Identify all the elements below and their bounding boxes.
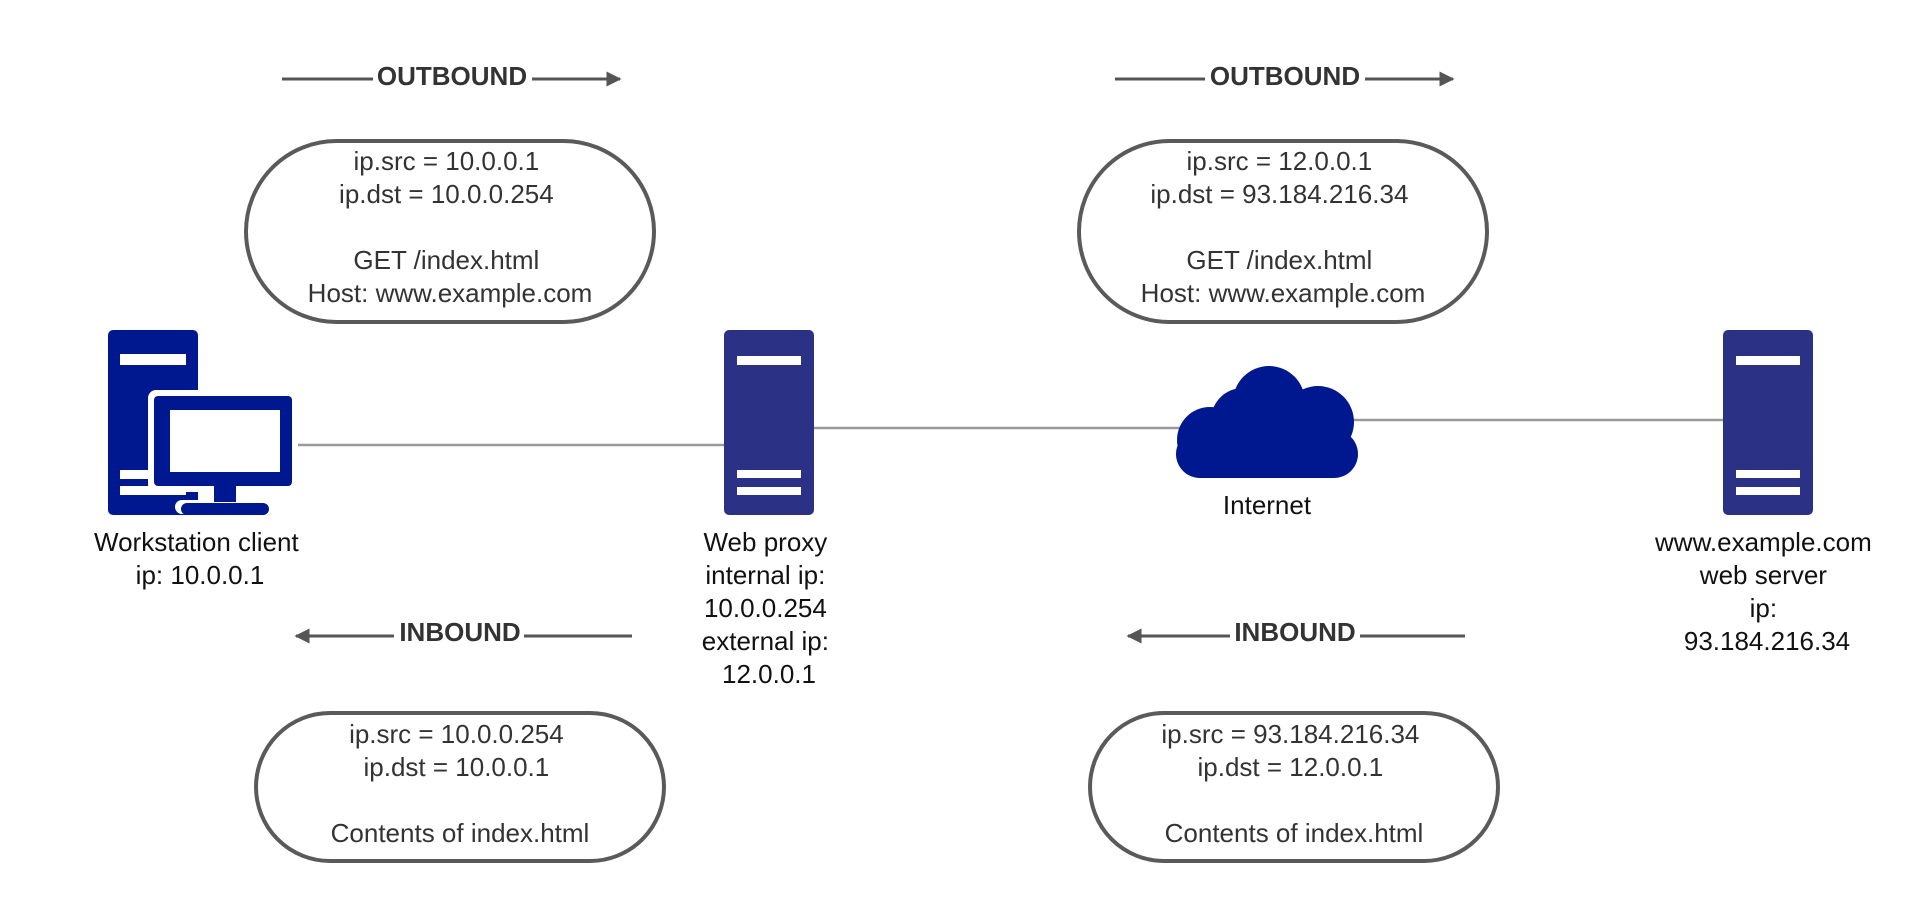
outbound-label-right: OUTBOUND (1210, 61, 1360, 91)
outbound-arrow-right: OUTBOUND (1115, 61, 1455, 91)
label-line: ip: 10.0.0.1 (136, 560, 265, 590)
packet-line: Contents of index.html (1165, 818, 1424, 848)
cloud-icon (1176, 366, 1358, 478)
label-line: 12.0.0.1 (722, 659, 816, 689)
workstation-icon (108, 330, 298, 515)
webserver-label: www.example.com web server ip: 93.184.21… (1654, 527, 1879, 656)
packet-line: ip.dst = 10.0.0.1 (364, 752, 550, 782)
inbound-arrow-right: INBOUND (1126, 617, 1465, 647)
packet-text-right-inbound: ip.src = 93.184.216.34 ip.dst = 12.0.0.1… (1161, 719, 1426, 848)
label-line: Workstation client (94, 527, 299, 557)
label-line: 10.0.0.254 (704, 593, 827, 623)
packet-line: Contents of index.html (331, 818, 590, 848)
label-line: 93.184.216.34 (1684, 626, 1850, 656)
packet-bubble-right-outbound (1077, 139, 1489, 324)
packet-text-left-inbound: ip.src = 10.0.0.254 ip.dst = 10.0.0.1 Co… (331, 719, 590, 848)
inbound-label-right: INBOUND (1234, 617, 1355, 647)
packet-line: GET /index.html (1186, 245, 1372, 275)
packet-bubble-left-inbound (254, 711, 666, 863)
packet-line: ip.src = 10.0.0.1 (354, 146, 540, 176)
packet-bubble-right-inbound (1088, 711, 1500, 863)
packet-line: ip.src = 10.0.0.254 (349, 719, 564, 749)
packet-text-right-outbound: ip.src = 12.0.0.1 ip.dst = 93.184.216.34… (1141, 146, 1426, 308)
packet-line: ip.src = 12.0.0.1 (1187, 146, 1373, 176)
packet-text-left-outbound: ip.src = 10.0.0.1 ip.dst = 10.0.0.254 GE… (308, 146, 593, 308)
packet-line: ip.src = 93.184.216.34 (1161, 719, 1419, 749)
packet-bubble-left-outbound (244, 139, 656, 324)
label-line: web server (1699, 560, 1827, 590)
packet-line: Host: www.example.com (1141, 278, 1426, 308)
workstation-label: Workstation client ip: 10.0.0.1 (94, 527, 306, 590)
label-line: Web proxy (703, 527, 827, 557)
label-line: www.example.com (1654, 527, 1872, 557)
packet-line: ip.dst = 10.0.0.254 (339, 179, 554, 209)
internet-label: Internet (1223, 490, 1312, 520)
label-line: internal ip: (705, 560, 825, 590)
label-line: external ip: (702, 626, 829, 656)
proxy-server-icon (724, 330, 814, 515)
proxy-label: Web proxy internal ip: 10.0.0.254 extern… (702, 527, 836, 689)
packet-line: ip.dst = 12.0.0.1 (1198, 752, 1384, 782)
label-line: ip: (1750, 593, 1777, 623)
outbound-arrow-left: OUTBOUND (282, 61, 622, 91)
outbound-label-left: OUTBOUND (377, 61, 527, 91)
label-line: Internet (1223, 490, 1312, 520)
web-server-icon (1723, 330, 1813, 515)
inbound-label-left: INBOUND (399, 617, 520, 647)
inbound-arrow-left: INBOUND (294, 617, 632, 647)
packet-line: Host: www.example.com (308, 278, 593, 308)
packet-line: GET /index.html (353, 245, 539, 275)
packet-line: ip.dst = 93.184.216.34 (1150, 179, 1408, 209)
